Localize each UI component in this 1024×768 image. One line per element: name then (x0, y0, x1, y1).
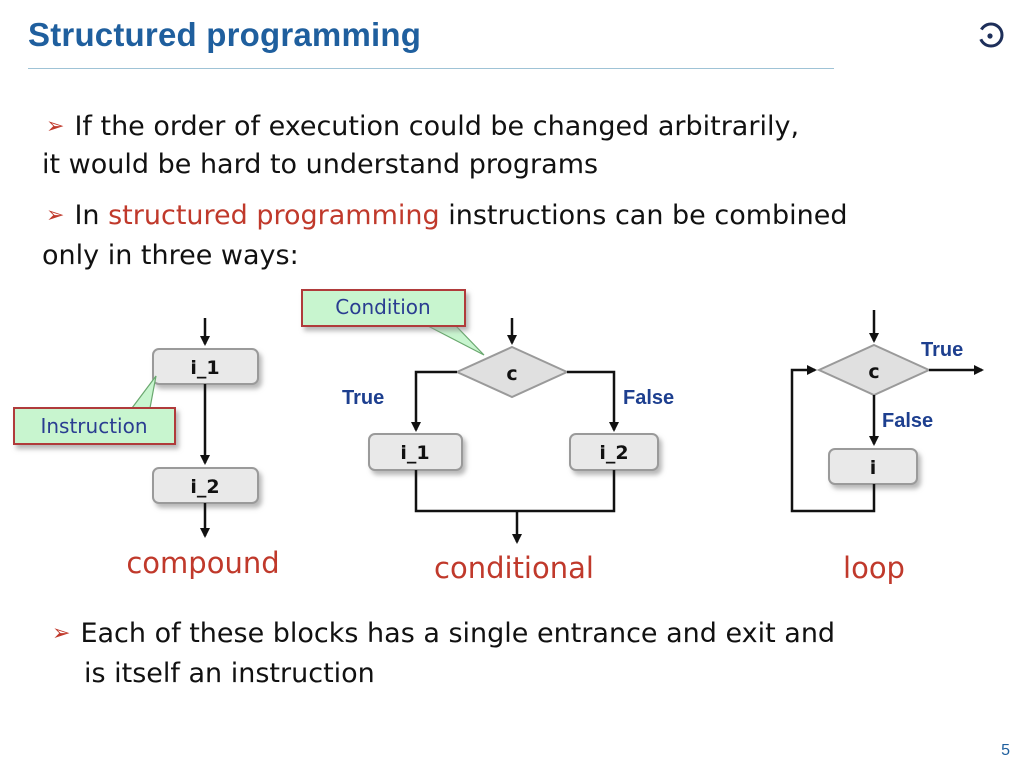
conditional-false-label: False (623, 387, 674, 409)
conditional-false-branch (567, 370, 619, 432)
bullet-2-highlight: structured programming (108, 200, 440, 231)
loop-true-label: True (921, 339, 963, 361)
conditional-caption: conditional (434, 551, 594, 585)
conditional-block: c True False i_1 i_2 conditional Conditi… (301, 289, 674, 585)
page-number: 5 (1001, 742, 1010, 759)
bullet-2-pre: In (74, 200, 109, 231)
condition-callout-label: Condition (335, 295, 430, 319)
logo-icon (978, 22, 1004, 48)
condition-callout-pointer (427, 325, 485, 356)
bullet-1: ➢ If the order of execution could be chan… (46, 108, 799, 148)
compound-box-i1-label: i_1 (190, 357, 219, 379)
compound-caption: compound (126, 546, 279, 580)
bullet-2-continued: only in three ways: (42, 237, 299, 275)
condition-callout: Condition (301, 289, 485, 356)
bullet-arrow-icon: ➢ (52, 621, 71, 646)
instruction-callout: Instruction (13, 375, 176, 445)
conditional-join (414, 470, 616, 513)
loop-condition-label: c (868, 361, 879, 383)
instruction-callout-label: Instruction (40, 414, 147, 438)
bullet-3-line-1: Each of these blocks has a single entran… (80, 618, 836, 649)
bullet-3-line-2: is itself an instruction (84, 658, 375, 689)
compound-block: i_1 i_2 compound Instruction (13, 318, 280, 580)
bullet-2-line-2: only in three ways: (42, 240, 299, 271)
title-underline (28, 68, 834, 69)
bullet-arrow-icon: ➢ (46, 114, 65, 139)
conditional-condition-label: c (506, 363, 517, 385)
conditional-box-i1-label: i_1 (400, 442, 429, 464)
conditional-condition-diamond (454, 345, 570, 399)
conditional-true-label: True (342, 387, 384, 409)
compound-box-i2-label: i_2 (190, 476, 219, 498)
bullet-3: ➢ Each of these blocks has a single entra… (52, 615, 835, 655)
loop-box-i-label: i (870, 457, 877, 479)
bullet-1-continued: it would be hard to understand programs (42, 146, 598, 184)
bullet-2: ➢ In structured programming instructions … (46, 197, 848, 237)
slide-title: Structured programming (28, 16, 422, 53)
loop-false-label: False (882, 410, 933, 432)
instruction-callout-box (13, 407, 176, 445)
bullet-arrow-icon: ➢ (46, 203, 65, 228)
bullet-3-continued: is itself an instruction (84, 655, 375, 693)
conditional-box-i2-label: i_2 (599, 442, 628, 464)
bullet-1-line-1: If the order of execution could be chang… (74, 111, 800, 142)
instruction-callout-pointer (130, 375, 157, 409)
loop-block: c True False i loop (790, 310, 984, 585)
loop-caption: loop (843, 551, 905, 585)
bullet-2-post: instructions can be combined (439, 200, 848, 231)
loop-back-edge (790, 365, 876, 513)
conditional-true-branch (411, 370, 457, 432)
bullet-1-line-2: it would be hard to understand programs (42, 149, 599, 180)
condition-callout-box (301, 289, 466, 327)
